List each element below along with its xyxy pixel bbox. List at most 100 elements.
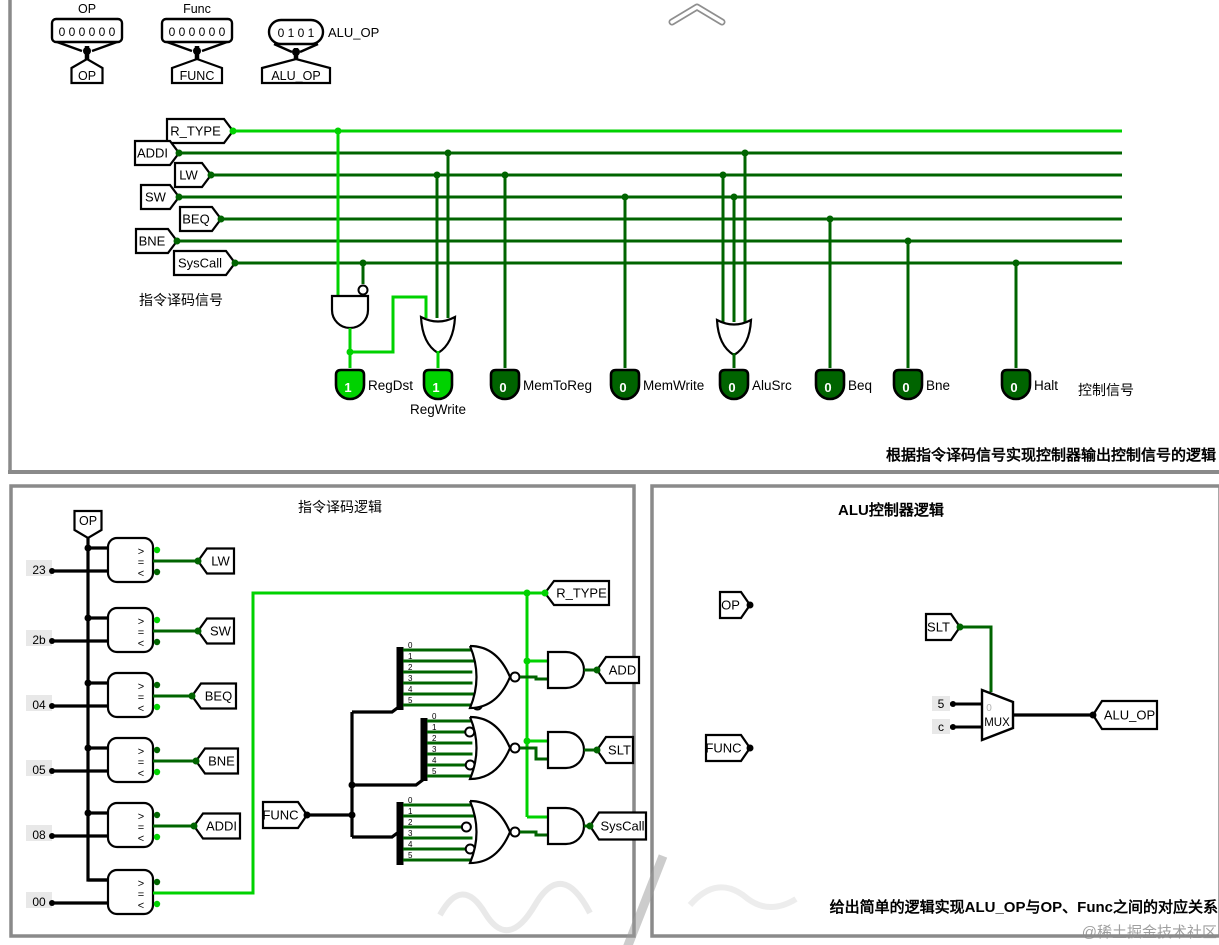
output-led-memtoreg bbox=[489, 368, 521, 401]
label: > bbox=[138, 546, 144, 558]
label: ADD bbox=[609, 663, 636, 678]
tunnel-op bbox=[73, 509, 103, 540]
tunnel-lw bbox=[196, 547, 236, 575]
junction-dot bbox=[188, 692, 196, 700]
junction-dot bbox=[153, 616, 161, 624]
label: BEQ bbox=[182, 212, 209, 227]
tunnel-alu_op bbox=[260, 57, 332, 85]
label: < bbox=[138, 568, 144, 580]
splitter-bit-label: 0 bbox=[408, 641, 413, 650]
splitter-bit-label: 0 bbox=[432, 712, 437, 721]
junction-dot bbox=[175, 149, 183, 157]
tunnel-r-type bbox=[543, 579, 611, 607]
label: < bbox=[138, 703, 144, 715]
chevron-up-icon[interactable] bbox=[668, 3, 726, 26]
label: < bbox=[138, 900, 144, 912]
wire bbox=[166, 40, 193, 53]
splitter-bit-label: 2 bbox=[432, 734, 437, 743]
wire bbox=[352, 704, 401, 714]
label: > bbox=[138, 746, 144, 758]
constant-value bbox=[26, 760, 52, 776]
label: ALU_OP bbox=[1104, 708, 1155, 723]
inverter-bubble bbox=[509, 742, 521, 754]
junction-dot bbox=[746, 601, 754, 609]
label: = bbox=[138, 627, 144, 639]
alu_op-output-pin bbox=[267, 18, 325, 46]
splitter-bit-label: 2 bbox=[408, 663, 413, 672]
junction-dot bbox=[153, 900, 161, 908]
tunnel-func-alu bbox=[704, 733, 752, 763]
constant-text: 00 bbox=[32, 895, 46, 909]
label: LW bbox=[211, 554, 230, 569]
tunnel-slt bbox=[595, 735, 635, 765]
junction-dot bbox=[501, 171, 509, 179]
junction-dot bbox=[904, 237, 912, 245]
wire bbox=[56, 40, 83, 53]
output-led-regwrite bbox=[422, 368, 454, 401]
constant-value bbox=[26, 560, 52, 576]
label: SLT bbox=[608, 743, 631, 758]
label: OP bbox=[78, 69, 96, 83]
junction-dot bbox=[175, 193, 183, 201]
tunnel-slt-alu bbox=[924, 612, 962, 642]
junction-dot bbox=[173, 237, 181, 245]
comparator-beq bbox=[106, 671, 155, 719]
inverter-bubble bbox=[509, 826, 521, 838]
junction-dot bbox=[153, 768, 161, 776]
pin-bits: 0 0 0 0 0 0 bbox=[169, 25, 226, 39]
constant-text: 5 bbox=[938, 697, 945, 711]
led-label: Bne bbox=[926, 378, 950, 393]
splitter-bit-label: 3 bbox=[432, 745, 437, 754]
tunnel-bne bbox=[134, 227, 179, 255]
alu-panel-description: 给出简单的逻辑实现ALU_OP与OP、Func之间的对应关系 bbox=[829, 899, 1218, 916]
constant-text: c bbox=[938, 720, 944, 734]
junction-dot bbox=[586, 822, 594, 830]
splitter-bit-label: 3 bbox=[408, 829, 413, 838]
label: SLT bbox=[927, 620, 950, 635]
constant-text: 05 bbox=[32, 763, 46, 777]
led-value: 0 bbox=[728, 380, 735, 395]
tunnel-func bbox=[170, 57, 224, 85]
constant-text: 04 bbox=[32, 698, 46, 712]
label: OP bbox=[79, 514, 97, 528]
junction-dot bbox=[153, 546, 161, 554]
label: ADDI bbox=[137, 146, 168, 161]
label: LW bbox=[179, 168, 198, 183]
wire bbox=[520, 746, 548, 761]
splitter-bit-label: 5 bbox=[408, 851, 413, 860]
junction-dot bbox=[730, 193, 738, 201]
label: > bbox=[138, 616, 144, 628]
r-type-wire bbox=[153, 591, 545, 895]
junction-dot bbox=[194, 627, 202, 635]
junction-dot bbox=[153, 568, 161, 576]
constant-text: 2b bbox=[32, 633, 46, 647]
label: ADDI bbox=[206, 819, 237, 834]
pin-label: Func bbox=[183, 2, 211, 16]
junction-dot bbox=[593, 746, 601, 754]
and-gate bbox=[546, 806, 586, 846]
tunnel-op bbox=[70, 57, 104, 85]
junction-dot bbox=[621, 193, 629, 201]
splitter-bit-label: 5 bbox=[408, 696, 413, 705]
junction-dot bbox=[334, 127, 342, 135]
led-label: Beq bbox=[848, 378, 872, 393]
or-gate bbox=[419, 315, 457, 355]
constant-text: 08 bbox=[32, 828, 46, 842]
splitter-bit-label: 1 bbox=[408, 807, 413, 816]
label: < bbox=[138, 768, 144, 780]
func-input-pin[interactable] bbox=[160, 17, 234, 44]
splitter-bit-label: 4 bbox=[408, 685, 413, 694]
tunnel-alu-op-out bbox=[1091, 699, 1159, 731]
op-input-pin[interactable] bbox=[50, 17, 124, 44]
junction-dot bbox=[231, 259, 239, 267]
led-value: 0 bbox=[619, 380, 626, 395]
tunnel-r_type bbox=[165, 117, 235, 145]
junction-dot bbox=[153, 703, 161, 711]
junction-dot bbox=[217, 215, 225, 223]
constant-value bbox=[26, 630, 52, 646]
label: = bbox=[138, 692, 144, 704]
constant-value bbox=[932, 719, 950, 734]
label: > bbox=[138, 878, 144, 890]
wire bbox=[520, 830, 548, 837]
